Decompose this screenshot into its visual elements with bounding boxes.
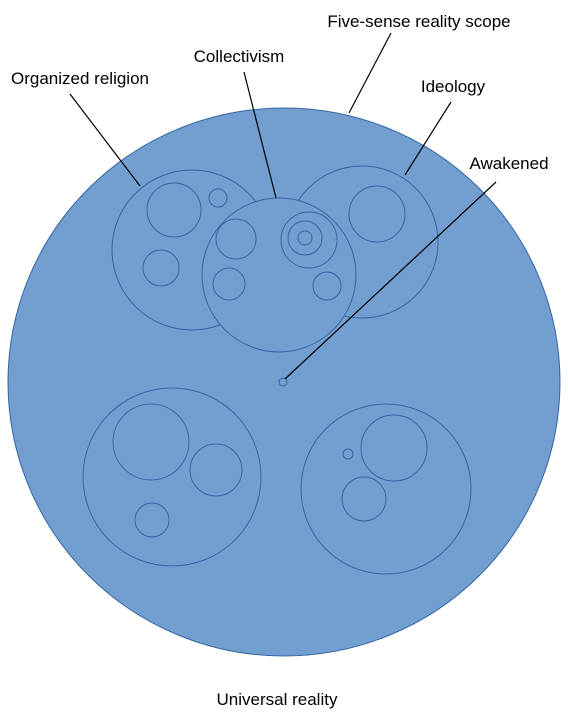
collectivism-label: Collectivism <box>194 47 285 66</box>
bottom-right-subcircle <box>341 476 387 522</box>
universal-reality-label: Universal reality <box>217 690 338 709</box>
bottom-left-group <box>82 387 262 567</box>
bottom-left-circle <box>82 387 262 567</box>
ideology-leader-line <box>404 101 452 176</box>
collectivism-subcircle <box>215 218 257 260</box>
collectivism-subcircle <box>212 267 246 301</box>
collectivism-circle <box>201 197 357 353</box>
collectivism-nested-inner <box>297 230 313 246</box>
awakened-label: Awakened <box>469 154 548 173</box>
collectivism-group <box>201 197 357 353</box>
five-sense-leader-line <box>348 32 392 114</box>
ideology-label: Ideology <box>421 77 486 96</box>
bottom-right-circle <box>300 403 472 575</box>
awakened-dot <box>278 377 288 387</box>
collectivism-subcircle <box>312 271 342 301</box>
collectivism-nested-outer <box>280 211 338 269</box>
collectivism-leader-line <box>243 71 277 199</box>
bottom-right-group <box>300 403 472 575</box>
organized-religion-subcircle <box>146 182 202 238</box>
bottom-left-subcircle <box>112 403 190 481</box>
bottom-left-subcircle <box>189 443 243 497</box>
bottom-left-subcircle <box>134 502 170 538</box>
organized-religion-label: Organized religion <box>11 69 149 88</box>
ideology-subcircle <box>348 185 406 243</box>
five-sense-label: Five-sense reality scope <box>327 12 510 31</box>
collectivism-nested-middle <box>287 220 323 256</box>
five-sense-reality-circle <box>7 107 561 657</box>
bottom-right-subcircle <box>360 414 428 482</box>
organized-religion-leader-line <box>69 93 141 187</box>
bottom-right-subcircle <box>342 448 354 460</box>
organized-religion-subcircle <box>142 249 180 287</box>
organized-religion-subcircle <box>208 188 228 208</box>
awakened-leader-line <box>284 181 497 380</box>
